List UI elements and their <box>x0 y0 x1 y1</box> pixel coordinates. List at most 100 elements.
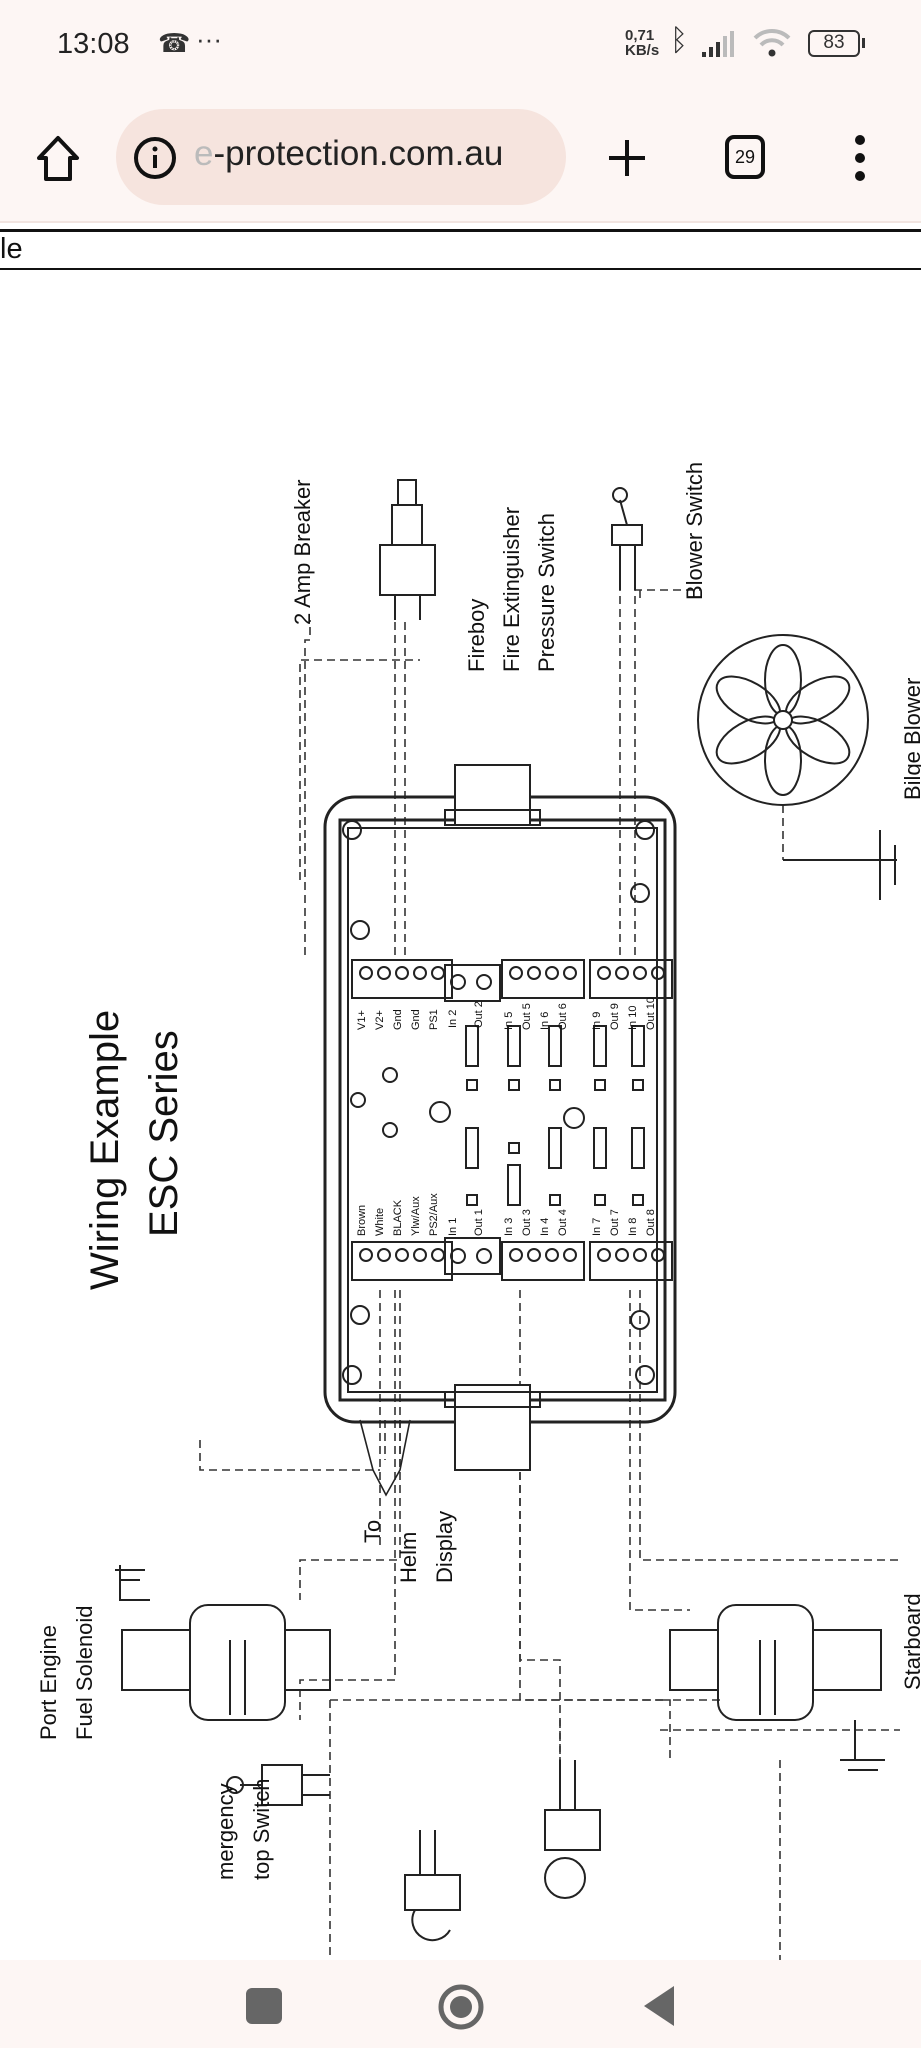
address-bar[interactable]: e-protection.com.au <box>116 109 566 205</box>
new-tab-button[interactable] <box>606 137 648 179</box>
fuse-holder <box>508 1142 520 1154</box>
bulb-socket <box>404 1874 461 1911</box>
terminal-label: Out 5 <box>521 1003 533 1030</box>
wire <box>519 1420 660 1701</box>
terminal-label: Out 8 <box>645 1209 657 1236</box>
enclosure-screw <box>630 883 650 903</box>
terminal-label: Brown <box>356 1205 368 1236</box>
fuse <box>507 1164 521 1206</box>
terminal-hole <box>450 1248 466 1264</box>
terminal-label: In 4 <box>539 1218 551 1236</box>
starboard-solenoid-plunger <box>812 1629 882 1691</box>
port-solenoid-end <box>284 1629 331 1691</box>
terminal-label: In 7 <box>591 1218 603 1236</box>
enclosure-screw <box>635 1365 655 1385</box>
starboard-solenoid-leads <box>759 1640 885 1771</box>
terminal-block-3-4 <box>501 1241 585 1281</box>
fuse-holder <box>466 1194 478 1206</box>
terminal-label: In 5 <box>503 1012 515 1030</box>
enclosure-screw <box>342 1365 362 1385</box>
fuse-holder <box>508 1079 520 1091</box>
port-solenoid-body <box>189 1604 286 1721</box>
terminal-screw <box>431 966 445 980</box>
terminal-in1 <box>444 1237 501 1275</box>
terminal-label: In 10 <box>627 1006 639 1030</box>
fuse-holder <box>466 1079 478 1091</box>
key-switch-pins <box>559 1760 576 1810</box>
terminal-label: BLACK <box>392 1199 404 1236</box>
url-text: -protection.com.au <box>213 134 504 173</box>
diagram-title-line1: Wiring Example <box>83 1010 127 1290</box>
menu-button[interactable] <box>850 133 870 183</box>
fuse <box>548 1025 562 1067</box>
helm-cable <box>359 1419 411 1497</box>
terminal-label: White <box>374 1208 386 1236</box>
site-info-icon[interactable] <box>132 135 178 181</box>
home-nav-button[interactable] <box>436 1982 486 2032</box>
label-bilge-blower: Bilge Blower <box>900 678 921 800</box>
net-speed-value: 0,71 <box>625 27 655 44</box>
terminal-label: Gnd <box>392 1009 404 1030</box>
terminal-screw <box>431 1248 445 1262</box>
terminal-label: Out 4 <box>557 1209 569 1236</box>
terminal-label: In 1 <box>447 1218 459 1236</box>
blower-switch-toggle <box>619 499 628 526</box>
terminal-screw <box>527 1248 541 1262</box>
terminal-block-9-10 <box>589 959 673 999</box>
label-emergency-switch-line: top Switch <box>249 1779 274 1881</box>
wire <box>299 1290 396 1720</box>
terminal-screw <box>359 966 373 980</box>
back-button[interactable] <box>640 1984 676 2028</box>
terminal-label: Out 6 <box>557 1003 569 1030</box>
fuse <box>507 1025 521 1067</box>
starboard-solenoid-end <box>669 1629 719 1691</box>
blower-switch-body <box>611 524 643 546</box>
tab-switcher-button[interactable]: 29 <box>725 135 765 179</box>
label-starboard: Starboard <box>900 1593 921 1690</box>
terminal-label: Out 10 <box>645 997 657 1030</box>
terminal-block-5-6 <box>501 959 585 999</box>
battery-level: 83 <box>823 32 845 53</box>
label-emergency-switch-line: mergency <box>213 1783 238 1880</box>
terminal-label: Out 3 <box>521 1209 533 1236</box>
blower-switch-knob <box>612 487 628 503</box>
battery-icon: 83 <box>808 30 860 57</box>
recents-button[interactable] <box>246 1988 282 2024</box>
bulb <box>411 1830 451 1942</box>
clock: 13:08 <box>57 28 130 60</box>
terminal-screw <box>413 966 427 980</box>
tab-count: 29 <box>734 147 756 167</box>
cable-gland <box>454 764 531 826</box>
fuse <box>631 1025 645 1067</box>
page-header-fragment: le <box>0 233 23 265</box>
wire <box>299 1290 401 1600</box>
terminal-hole <box>476 1248 492 1264</box>
terminal-label: Out 1 <box>473 1209 485 1236</box>
terminal-label: In 6 <box>539 1012 551 1030</box>
breaker-body <box>379 544 436 596</box>
emergency-switch-knob <box>226 1776 244 1794</box>
terminal-screw <box>563 966 577 980</box>
label-helm-line: Helm <box>396 1532 421 1583</box>
wire <box>199 1440 380 1471</box>
home-button[interactable] <box>35 135 81 183</box>
terminal-screw <box>563 1248 577 1262</box>
terminal-in2 <box>444 964 501 1002</box>
url-faded: e <box>194 134 214 173</box>
breaker-shaft <box>391 504 423 546</box>
breaker-button <box>397 479 417 506</box>
board-hole <box>382 1122 398 1138</box>
terminal-screw <box>395 966 409 980</box>
label-port-solenoid-line: Fuel Solenoid <box>72 1605 97 1740</box>
breaker-pins <box>394 595 421 620</box>
port-solenoid-plunger <box>121 1629 191 1691</box>
terminal-hole <box>476 974 492 990</box>
fuse-holder <box>632 1194 644 1206</box>
terminal-label: Out 2 <box>473 1001 485 1028</box>
key-switch-body <box>544 1809 601 1851</box>
wire <box>330 1699 671 1760</box>
terminal-screw <box>377 1248 391 1262</box>
